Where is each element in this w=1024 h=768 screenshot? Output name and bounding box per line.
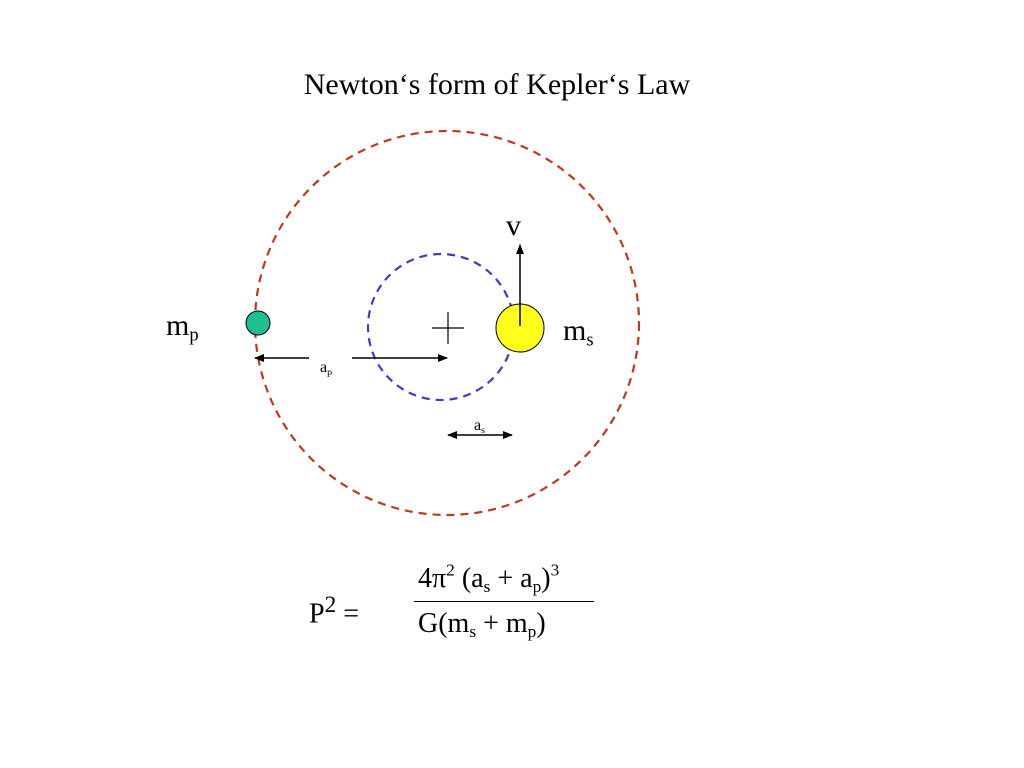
star-semimajor-axis-label: as xyxy=(474,417,485,436)
velocity-label: v xyxy=(506,209,521,242)
star-orbit xyxy=(366,252,516,402)
star-mass-label: ms xyxy=(563,314,594,351)
equation-numerator: 4π2 (as + ap)3 xyxy=(418,560,560,597)
planet-mass-label: mp xyxy=(166,309,199,346)
equation-lhs: P2 = xyxy=(309,592,360,630)
slide-title: Newton‘s form of Kepler‘s Law xyxy=(303,68,691,101)
equation-fraction: 4π2 (as + ap)3 G(ms + mp) xyxy=(414,560,594,642)
planet-body xyxy=(245,310,271,336)
planet-semimajor-axis-label: ap xyxy=(320,359,333,378)
fraction-bar xyxy=(414,601,594,602)
equation-denominator: G(ms + mp) xyxy=(418,608,546,642)
